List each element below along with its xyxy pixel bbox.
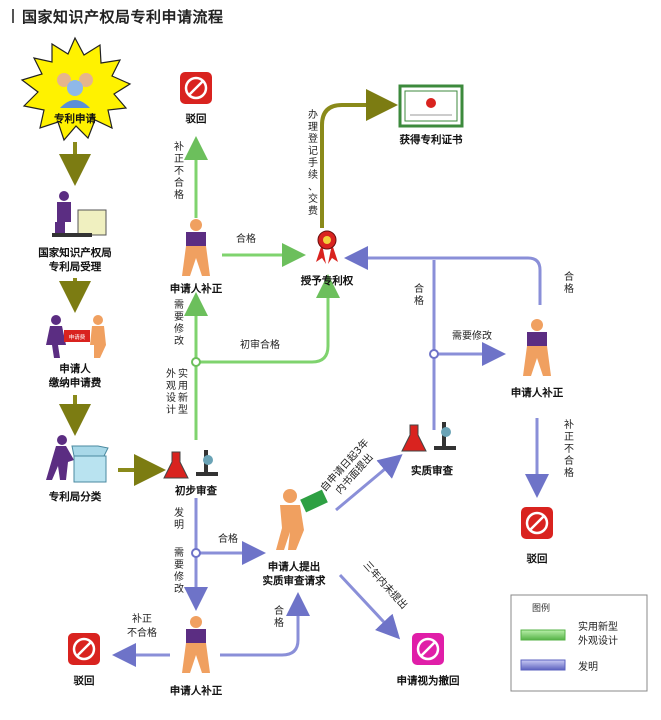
certificate-label: 获得专利证书 — [400, 133, 463, 146]
applicant-fix-right-label: 申请人补正 — [511, 386, 564, 399]
legend-swatch-blue — [520, 659, 566, 671]
applicant-fix-bottom-label: 申请人补正 — [170, 684, 223, 697]
qualified-bottom-ann: 合格 — [274, 604, 284, 629]
pay-badge: 申请费 — [69, 333, 86, 341]
applicant-person-icon — [182, 219, 210, 276]
lab-flask-icon — [163, 450, 218, 479]
green-junction — [191, 357, 201, 367]
annotations: 补正不合格 合格 办理登记手续、交费 需要修改 初审合格 外观设计 实用新型 合… — [127, 108, 574, 639]
utility-design-ann-col2: 实用新型 — [178, 367, 188, 416]
reject-icon — [521, 507, 553, 539]
not-qualified-bottom-ann-2: 不合格 — [127, 626, 157, 639]
blue-junction-left — [191, 548, 201, 558]
legend-label-invention: 发明 — [578, 660, 598, 673]
need-modify-right-ann: 需要修改 — [452, 329, 492, 342]
cnipa-accept-label-1: 国家知识产权局 — [38, 246, 112, 259]
page-title: 国家知识产权局专利申请流程 — [12, 6, 224, 27]
grant-node: 授予专利权 — [301, 230, 354, 287]
reject-top-node: 驳回 — [180, 72, 212, 125]
prelim-node: 初步审查 — [163, 450, 218, 497]
cnipa-accept-label-2: 专利局受理 — [49, 260, 102, 273]
prelim-pass-ann: 初审合格 — [240, 338, 280, 351]
pay-node: 申请费 申请人 缴纳申请费 — [46, 315, 106, 389]
reject-bottom-label: 驳回 — [74, 674, 95, 687]
need-modify-bottom-ann: 需要修改 — [174, 547, 184, 595]
certificate-icon — [398, 84, 464, 128]
box-person-icon — [46, 435, 109, 483]
legend-swatch-green — [520, 629, 566, 641]
applicant-fix-top-node: 申请人补正 — [170, 219, 223, 295]
reject-bottom-node: 驳回 — [68, 633, 100, 687]
request-substantive-node: 申请人提出 实质审查请求 — [263, 489, 328, 587]
withdrawn-node: 申请视为撤回 — [397, 633, 460, 687]
utility-design-ann: 外观设计 实用新型 — [166, 367, 188, 416]
handover-icon: 申请费 — [46, 315, 106, 358]
legend-label-design: 外观设计 — [578, 634, 618, 647]
not-qualified-top-ann: 补正不合格 — [174, 140, 184, 201]
qualified-mid-ann: 合格 — [218, 532, 238, 545]
legend-title: 图例 — [532, 602, 550, 614]
ribbon-seal-icon — [316, 230, 338, 264]
not-qualified-right-ann: 补正不合格 — [564, 418, 574, 479]
legend: 图例 实用新型 外观设计 发明 — [510, 594, 648, 692]
reject-top-label: 驳回 — [186, 112, 207, 125]
withdrawn-icon — [412, 633, 444, 665]
apply-label: 专利申请 — [54, 112, 96, 125]
request-sub-label-1: 申请人提出 — [268, 560, 321, 573]
register-ann: 办理登记手续、交费 — [308, 108, 318, 217]
lab-flask-icon — [401, 422, 456, 452]
qualified-top-ann: 合格 — [236, 232, 256, 245]
legend-label-utility: 实用新型 — [578, 620, 618, 633]
reject-icon — [180, 72, 212, 104]
prelim-label: 初步审查 — [175, 484, 217, 497]
blue-junction-right — [429, 349, 439, 359]
applicant-fix-bottom-node: 申请人补正 — [170, 616, 223, 697]
applicant-person-icon — [182, 616, 210, 673]
clerk-desk-icon — [52, 191, 107, 237]
within3years-ann: 自申请日起3年 内书面提出 — [317, 436, 375, 497]
substantive-node: 实质审查 — [401, 422, 456, 477]
applicant-document-icon — [276, 489, 328, 550]
reject-icon — [68, 633, 100, 665]
not-qualified-bottom-ann-1: 补正 — [132, 612, 152, 625]
need-modify-left-ann: 需要修改 — [174, 299, 184, 347]
olive-flow — [59, 89, 398, 486]
invention-ann: 发明 — [174, 506, 184, 531]
reject-right-label: 驳回 — [527, 552, 548, 565]
cnipa-accept-node: 国家知识产权局 专利局受理 — [38, 191, 112, 273]
classify-node: 专利局分类 — [46, 435, 109, 503]
apply-node: 专利申请 — [20, 36, 132, 142]
withdrawn-label: 申请视为撤回 — [397, 674, 460, 687]
classify-label: 专利局分类 — [49, 490, 102, 503]
applicant-person-icon — [523, 319, 551, 376]
pay-label-1: 申请人 — [59, 362, 91, 375]
reject-right-node: 驳回 — [521, 507, 553, 565]
qualified-far-right-ann: 合格 — [564, 270, 574, 295]
applicant-fix-right-node: 申请人补正 — [511, 319, 564, 399]
request-sub-label-2: 实质审查请求 — [263, 574, 326, 587]
applicant-fix-top-label: 申请人补正 — [170, 282, 223, 295]
qualified-right-v-ann: 合格 — [414, 282, 424, 307]
grant-label: 授予专利权 — [301, 274, 354, 287]
substantive-label: 实质审查 — [411, 464, 453, 477]
pay-label-2: 缴纳申请费 — [49, 376, 102, 389]
certificate-node: 获得专利证书 — [398, 84, 464, 146]
utility-design-ann-col1: 外观设计 — [166, 368, 176, 416]
green-flow — [184, 136, 340, 440]
